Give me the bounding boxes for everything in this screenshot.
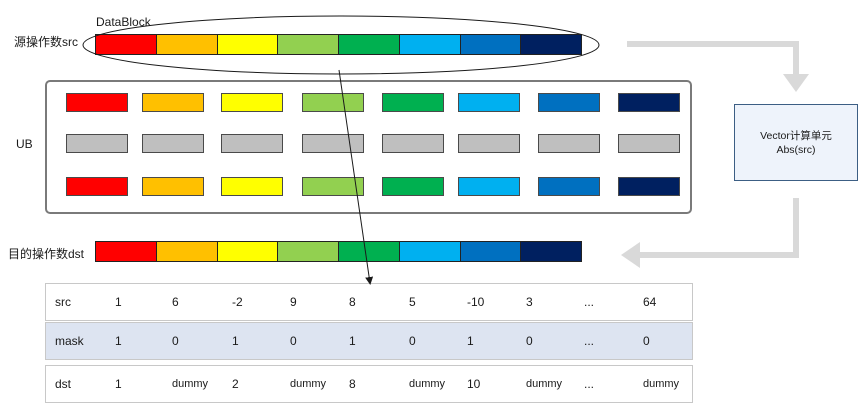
dst-block-5 <box>339 242 400 261</box>
vector-compute-unit: Vector计算单元 Abs(src) <box>734 104 858 181</box>
ub-cell-r1-c8 <box>618 93 680 112</box>
table-cell: 64 <box>643 295 657 309</box>
ub-cell-r3-c6 <box>458 177 520 196</box>
row-header-mask: mask <box>55 334 84 348</box>
ub-cell-r3-c8 <box>618 177 680 196</box>
table-cell: 1 <box>467 334 474 348</box>
ub-cell-r2-c8 <box>618 134 680 153</box>
datablock-label: DataBlock <box>96 15 151 29</box>
table-cell: 6 <box>172 295 179 309</box>
ub-cell-r2-c3 <box>221 134 283 153</box>
ub-cell-r3-c1 <box>66 177 128 196</box>
table-cell: 1 <box>115 295 122 309</box>
flow-arrowhead-left <box>621 242 640 268</box>
src-datablock-strip <box>95 34 582 55</box>
ub-cell-r1-c1 <box>66 93 128 112</box>
table-cell: 3 <box>526 295 533 309</box>
table-cell: 1 <box>232 334 239 348</box>
table-cell: dummy <box>172 378 209 390</box>
ub-cell-r2-c1 <box>66 134 128 153</box>
table-cell: 0 <box>409 334 416 348</box>
ub-cell-r2-c7 <box>538 134 600 153</box>
ub-label: UB <box>16 137 33 151</box>
table-cell: dummy <box>526 378 563 390</box>
src-block-7 <box>460 35 522 54</box>
table-cell: -2 <box>232 295 243 309</box>
dst-block-2 <box>156 242 218 261</box>
ub-buffer <box>45 80 692 214</box>
table-cell: 10 <box>467 377 481 391</box>
ub-cell-r1-c2 <box>142 93 204 112</box>
ub-cell-r1-c6 <box>458 93 520 112</box>
src-block-4 <box>278 35 339 54</box>
table-cell: 8 <box>349 377 356 391</box>
src-block-3 <box>217 35 279 54</box>
table-cell: 0 <box>526 334 533 348</box>
flow-arrow-to-vector <box>627 41 799 74</box>
table-cell: 0 <box>643 334 650 348</box>
dst-block-4 <box>278 242 339 261</box>
table-cell: 5 <box>409 295 416 309</box>
table-cell: ... <box>584 377 595 391</box>
datablock-pointer-arrow <box>338 69 374 285</box>
ub-cell-r1-c4 <box>302 93 364 112</box>
ub-cell-r2-c6 <box>458 134 520 153</box>
dst-block-6 <box>399 242 461 261</box>
dst-datablock-strip <box>95 241 582 262</box>
table-cell: 1 <box>115 377 122 391</box>
table-cell: ... <box>584 334 595 348</box>
table-cell: dummy <box>409 378 446 390</box>
dst-block-8 <box>521 242 581 261</box>
table-cell: -10 <box>467 295 485 309</box>
ub-cell-r2-c5 <box>382 134 444 153</box>
row-header-src: src <box>55 295 71 309</box>
dst-block-7 <box>460 242 522 261</box>
table-cell: ... <box>584 295 595 309</box>
table-cell: 2 <box>232 377 239 391</box>
datablock-ellipse <box>82 15 600 75</box>
vector-unit-op: Abs(src) <box>776 143 816 156</box>
ub-cell-r3-c2 <box>142 177 204 196</box>
src-block-2 <box>156 35 218 54</box>
table-cell: 0 <box>290 334 297 348</box>
src-block-5 <box>339 35 400 54</box>
ub-cell-r1-c5 <box>382 93 444 112</box>
ub-cell-r3-c3 <box>221 177 283 196</box>
table-cell: 1 <box>115 334 122 348</box>
table-cell: dummy <box>643 378 680 390</box>
dst-operand-label: 目的操作数dst <box>8 247 85 261</box>
src-block-8 <box>521 35 581 54</box>
ub-cell-r3-c7 <box>538 177 600 196</box>
vector-unit-title: Vector计算单元 <box>760 129 832 142</box>
src-block-1 <box>96 35 157 54</box>
ub-cell-r3-c5 <box>382 177 444 196</box>
row-header-dst: dst <box>55 377 72 391</box>
flow-arrowhead-down <box>783 74 809 92</box>
ub-cell-r1-c7 <box>538 93 600 112</box>
src-block-6 <box>399 35 461 54</box>
table-cell: 1 <box>349 334 356 348</box>
ub-cell-r2-c4 <box>302 134 364 153</box>
ub-cell-r3-c4 <box>302 177 364 196</box>
dst-block-1 <box>96 242 157 261</box>
table-row-mask: mask 1 0 1 0 1 0 1 0... 0 <box>45 322 693 360</box>
table-row-dst: dst 1 dummy 2 dummy 8 dummy 10 dummy... dummy <box>45 365 693 403</box>
dst-block-3 <box>217 242 279 261</box>
table-cell: 9 <box>290 295 297 309</box>
table-cell: 8 <box>349 295 356 309</box>
table-cell: dummy <box>290 378 327 390</box>
src-operand-label: 源操作数src <box>14 35 78 49</box>
ub-cell-r1-c3 <box>221 93 283 112</box>
table-cell: 0 <box>172 334 179 348</box>
ub-cell-r2-c2 <box>142 134 204 153</box>
flow-arrow-to-dst <box>640 198 799 258</box>
